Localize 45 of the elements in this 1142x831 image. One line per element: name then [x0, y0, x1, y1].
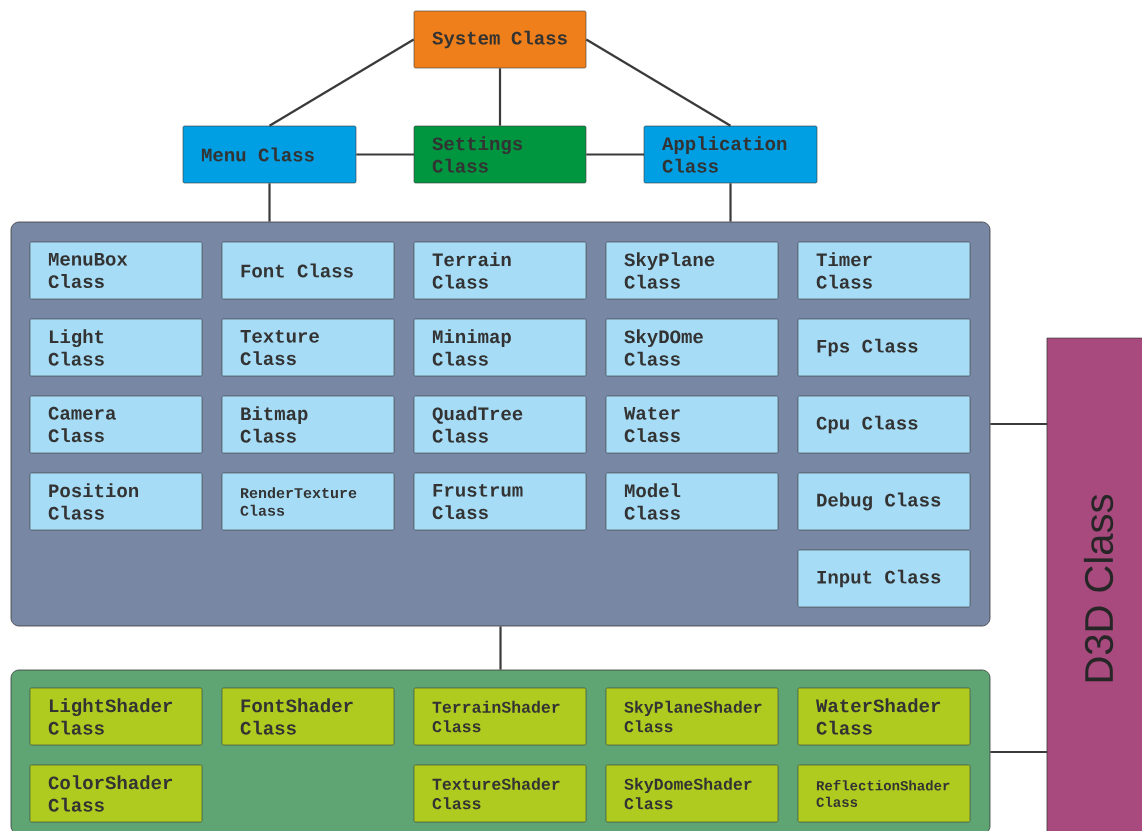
class-box: Timer Class	[797, 241, 971, 300]
class-box: FontShader Class	[221, 687, 395, 746]
connector-line	[268, 183, 271, 222]
class-box: Cpu Class	[797, 395, 971, 454]
class-box: Fps Class	[797, 318, 971, 377]
connector-line	[499, 626, 502, 670]
class-box: SkyDomeShader Class	[605, 764, 779, 823]
class-box: Terrain Class	[413, 241, 587, 300]
class-box: SkyPlane Class	[605, 241, 779, 300]
class-box: Settings Class	[413, 125, 587, 184]
connector-line	[268, 38, 415, 127]
class-box: System Class	[413, 10, 587, 69]
class-box: SkyPlaneShader Class	[605, 687, 779, 746]
class-box: Application Class	[643, 125, 818, 184]
class-box: Frustrum Class	[413, 472, 587, 531]
connector-line	[356, 153, 414, 156]
connector-line	[586, 153, 644, 156]
class-box: Font Class	[221, 241, 395, 300]
connector-line	[585, 38, 732, 127]
class-box: Bitmap Class	[221, 395, 395, 454]
class-box: Light Class	[29, 318, 203, 377]
class-box: SkyDOme Class	[605, 318, 779, 377]
class-box: Input Class	[797, 549, 971, 608]
class-box: D3D Class	[1046, 337, 1142, 831]
class-box: LightShader Class	[29, 687, 203, 746]
class-box: Model Class	[605, 472, 779, 531]
connector-line	[990, 422, 1047, 426]
class-box: Texture Class	[221, 318, 395, 377]
class-box: ReflectionShader Class	[797, 764, 971, 823]
class-box: Menu Class	[182, 125, 357, 184]
class-box: Camera Class	[29, 395, 203, 454]
class-box: WaterShader Class	[797, 687, 971, 746]
class-box: Position Class	[29, 472, 203, 531]
class-box: Water Class	[605, 395, 779, 454]
class-box: TextureShader Class	[413, 764, 587, 823]
class-box: TerrainShader Class	[413, 687, 587, 746]
class-box: Debug Class	[797, 472, 971, 531]
class-box: QuadTree Class	[413, 395, 587, 454]
class-box: ColorShader Class	[29, 764, 203, 823]
class-box: RenderTexture Class	[221, 472, 395, 531]
connector-line	[498, 68, 502, 126]
class-box: MenuBox Class	[29, 241, 203, 300]
connector-line	[729, 183, 732, 222]
class-box: Minimap Class	[413, 318, 587, 377]
connector-line	[990, 750, 1047, 754]
